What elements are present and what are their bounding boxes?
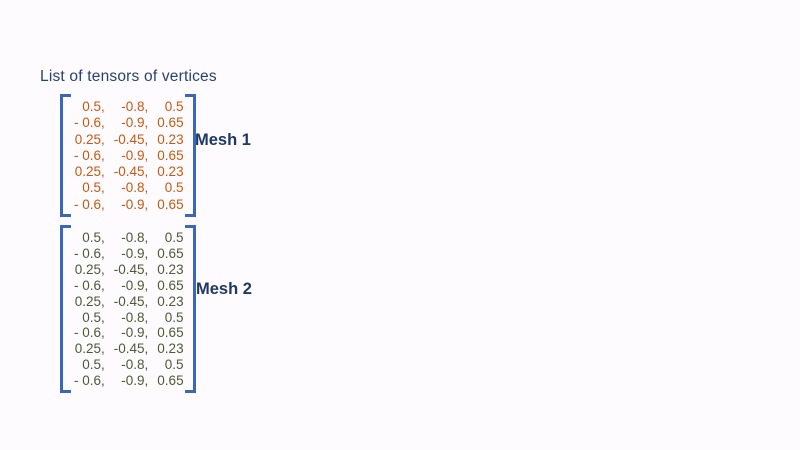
- matrix-cell: 0.5,: [82, 180, 105, 196]
- matrix-cell: -0.9,: [121, 325, 149, 341]
- matrix-cell: -0.9,: [121, 373, 149, 389]
- matrix-cell: -0.8,: [121, 357, 149, 373]
- matrix-cell: -0.9,: [121, 196, 149, 212]
- matrix-cell: 0.5,: [82, 309, 105, 325]
- matrix-cell: 0.23: [157, 341, 184, 357]
- matrix-cell: 0.23: [157, 164, 184, 180]
- matrix-cell: -0.9,: [121, 277, 149, 293]
- matrix-cell: 0.5: [164, 180, 184, 196]
- matrix-cell: 0.5: [164, 99, 184, 114]
- matrix-cell: 0.23: [157, 261, 184, 277]
- matrix-cell: 0.5: [164, 309, 184, 325]
- matrix-cell: -0.8,: [121, 309, 149, 325]
- mesh1-label: Mesh 1: [195, 131, 251, 149]
- matrix-cell: - 0.6,: [74, 115, 105, 131]
- matrix-cell: - 0.6,: [74, 147, 105, 163]
- left-bracket-icon: [60, 225, 71, 394]
- matrix-cell: -0.45,: [113, 131, 149, 147]
- matrix-cell: -0.45,: [113, 341, 149, 357]
- right-bracket-icon: [184, 94, 196, 218]
- matrix-cell: -0.8,: [121, 180, 149, 196]
- matrix-cell: - 0.6,: [74, 373, 105, 389]
- matrix-cell: - 0.6,: [74, 245, 105, 261]
- left-bracket-icon: [60, 94, 71, 218]
- mesh1-matrix: 0.5, -0.8, 0.5 - 0.6, -0.9, 0.65 0.25, -0.45, 0.…: [60, 94, 196, 218]
- matrix-cell: 0.65: [157, 245, 184, 261]
- matrix-cell: -0.45,: [113, 293, 149, 309]
- matrix-cell: 0.5,: [82, 230, 105, 245]
- matrix-cell: 0.65: [157, 277, 184, 293]
- matrix-cell: 0.23: [157, 293, 184, 309]
- matrix-cell: 0.5: [164, 230, 184, 245]
- mesh2-values: 0.5, -0.8, 0.5 - 0.6, -0.9, 0.65 0.25, -0.45, 0.…: [74, 230, 184, 389]
- matrix-cell: 0.65: [157, 373, 184, 389]
- matrix-cell: 0.25,: [74, 293, 105, 309]
- matrix-cell: 0.25,: [74, 164, 105, 180]
- mesh2-label: Mesh 2: [196, 280, 252, 298]
- matrix-cell: 0.65: [157, 325, 184, 341]
- matrix-cell: - 0.6,: [74, 196, 105, 212]
- page-title: List of tensors of vertices: [40, 68, 217, 85]
- matrix-cell: -0.45,: [113, 261, 149, 277]
- matrix-cell: 0.65: [157, 147, 184, 163]
- matrix-cell: - 0.6,: [74, 277, 105, 293]
- matrix-cell: -0.9,: [121, 147, 149, 163]
- matrix-cell: -0.45,: [113, 164, 149, 180]
- matrix-cell: 0.5,: [82, 99, 105, 114]
- matrix-cell: 0.5: [164, 357, 184, 373]
- matrix-cell: 0.5,: [82, 357, 105, 373]
- matrix-cell: - 0.6,: [74, 325, 105, 341]
- matrix-cell: -0.9,: [121, 115, 149, 131]
- matrix-cell: -0.8,: [121, 230, 149, 245]
- matrix-cell: 0.25,: [74, 261, 105, 277]
- matrix-cell: -0.8,: [121, 99, 149, 114]
- matrix-cell: 0.23: [157, 131, 184, 147]
- matrix-cell: 0.65: [157, 115, 184, 131]
- matrix-cell: 0.25,: [74, 341, 105, 357]
- mesh2-matrix: 0.5, -0.8, 0.5 - 0.6, -0.9, 0.65 0.25, -0.45, 0.…: [60, 225, 196, 394]
- right-bracket-icon: [184, 225, 196, 394]
- matrix-cell: 0.25,: [74, 131, 105, 147]
- mesh1-values: 0.5, -0.8, 0.5 - 0.6, -0.9, 0.65 0.25, -0.45, 0.…: [74, 99, 184, 213]
- matrix-cell: -0.9,: [121, 245, 149, 261]
- matrix-cell: 0.65: [157, 196, 184, 212]
